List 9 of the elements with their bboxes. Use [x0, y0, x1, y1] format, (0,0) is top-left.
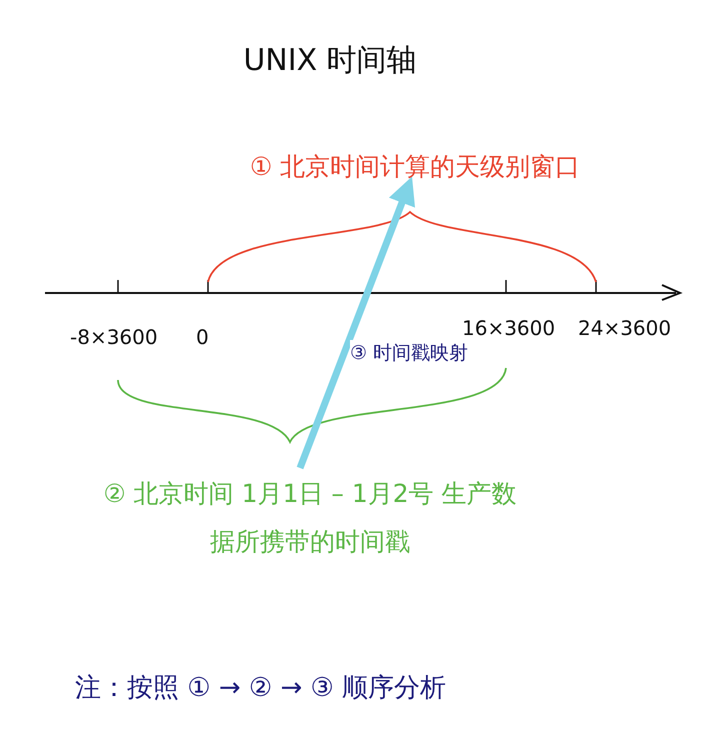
title: UNIX 时间轴 — [242, 42, 418, 80]
arrow — [296, 176, 416, 470]
tick-label: 24×3600 — [578, 316, 672, 340]
tick-label: 0 — [196, 325, 209, 349]
footnote: 注：按照 ① → ② → ③ 顺序分析 — [75, 672, 446, 705]
tick-label: -8×3600 — [70, 325, 158, 349]
data-note: ② 北京时间 1月1日 – 1月2号 生产数据所携带的时间戳 — [102, 478, 518, 558]
tick-label: 16×3600 — [462, 316, 556, 340]
window-note: ① 北京时间计算的天级别窗口 — [248, 151, 582, 183]
